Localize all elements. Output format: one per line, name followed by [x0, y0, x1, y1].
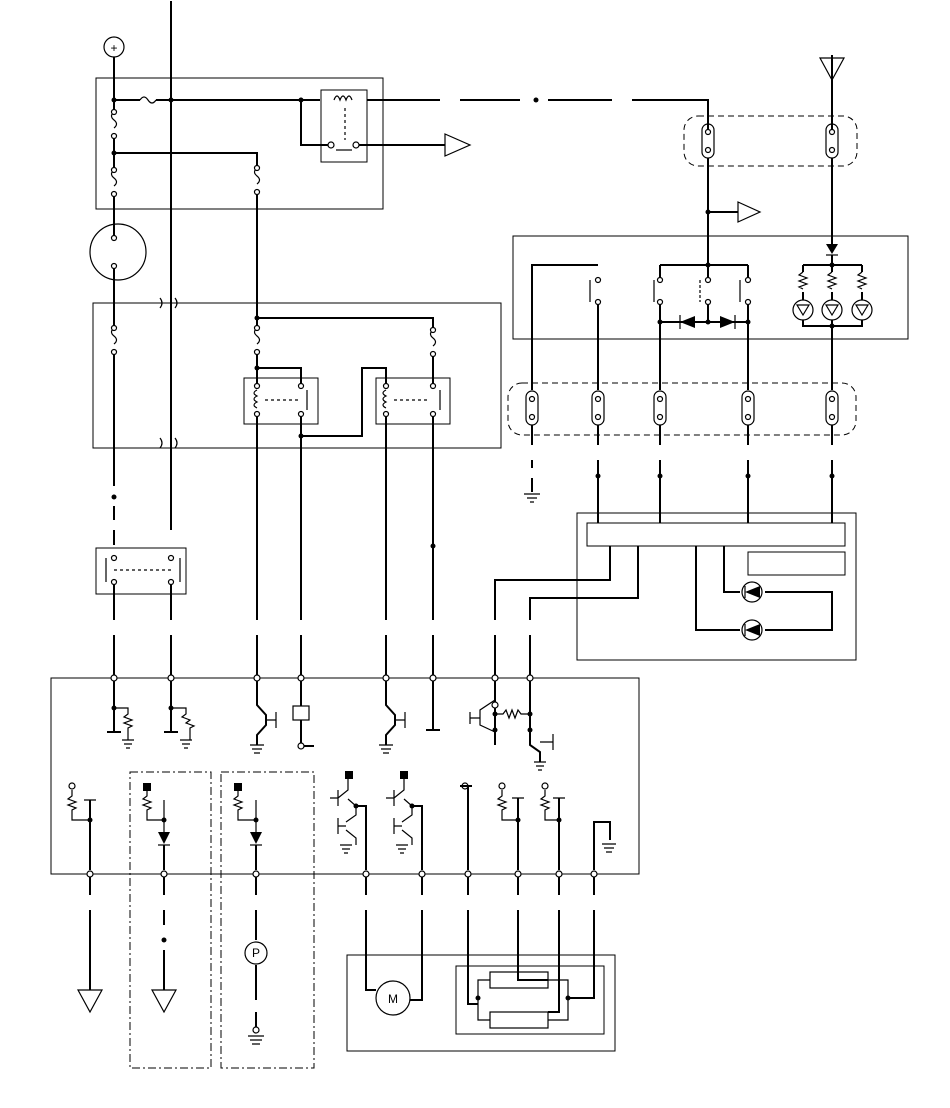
relay-coil-icon: [333, 95, 353, 102]
fuse-icon: [139, 96, 157, 104]
led-diode-icon: [745, 624, 760, 636]
relay-1: [243, 377, 319, 425]
fuse-box-top: [95, 77, 384, 210]
relay-2: [375, 377, 451, 425]
dashed-option-box-2: [220, 771, 315, 1069]
connector-top: [683, 115, 858, 167]
relay-coil-icon: [382, 389, 388, 409]
signal-out-arrow-icon: [76, 989, 104, 1014]
diode-icon: [158, 832, 170, 844]
svg-text:M: M: [388, 992, 398, 1006]
module-bus-bar: [586, 522, 846, 547]
relay-coil-icon: [253, 389, 259, 409]
ground-icon: [248, 1035, 264, 1045]
module-sub-bar: [747, 551, 846, 576]
signal-out-arrow-icon: [737, 201, 762, 223]
main-relay: [320, 89, 368, 163]
battery-positive-icon: +: [103, 36, 125, 58]
connector-pins: [525, 390, 839, 426]
antenna-arrow-icon: [818, 57, 846, 82]
svg-text:P: P: [252, 946, 260, 960]
switch-panel: [512, 235, 909, 340]
sensor-sub-box: [455, 965, 605, 1035]
ignition-switch-icon: [89, 223, 147, 281]
relay-box: [92, 302, 502, 449]
signal-out-arrow-icon: [444, 133, 472, 157]
svg-text:+: +: [110, 41, 117, 55]
actuator-box: [346, 954, 616, 1052]
signal-out-arrow-icon: [150, 989, 178, 1014]
diode-icon: [826, 244, 838, 254]
led-icon: [792, 299, 814, 321]
brake-switch: [95, 547, 187, 595]
connector-mid: [507, 382, 857, 436]
dashed-option-box-1: [129, 771, 212, 1069]
control-module-right: [576, 512, 857, 661]
ecu-bottom-terminals: [86, 870, 598, 878]
ecu-module: [50, 677, 640, 875]
diode-icon: [720, 316, 735, 328]
pressure-switch-icon: P: [244, 941, 268, 965]
led-diode-icon: [745, 586, 760, 598]
motor-icon: M: [375, 980, 411, 1016]
led-icon: [851, 299, 873, 321]
led-icon: [821, 299, 843, 321]
diode-icon: [250, 832, 262, 844]
diode-icon: [680, 316, 695, 328]
ground-icon: [524, 493, 540, 503]
